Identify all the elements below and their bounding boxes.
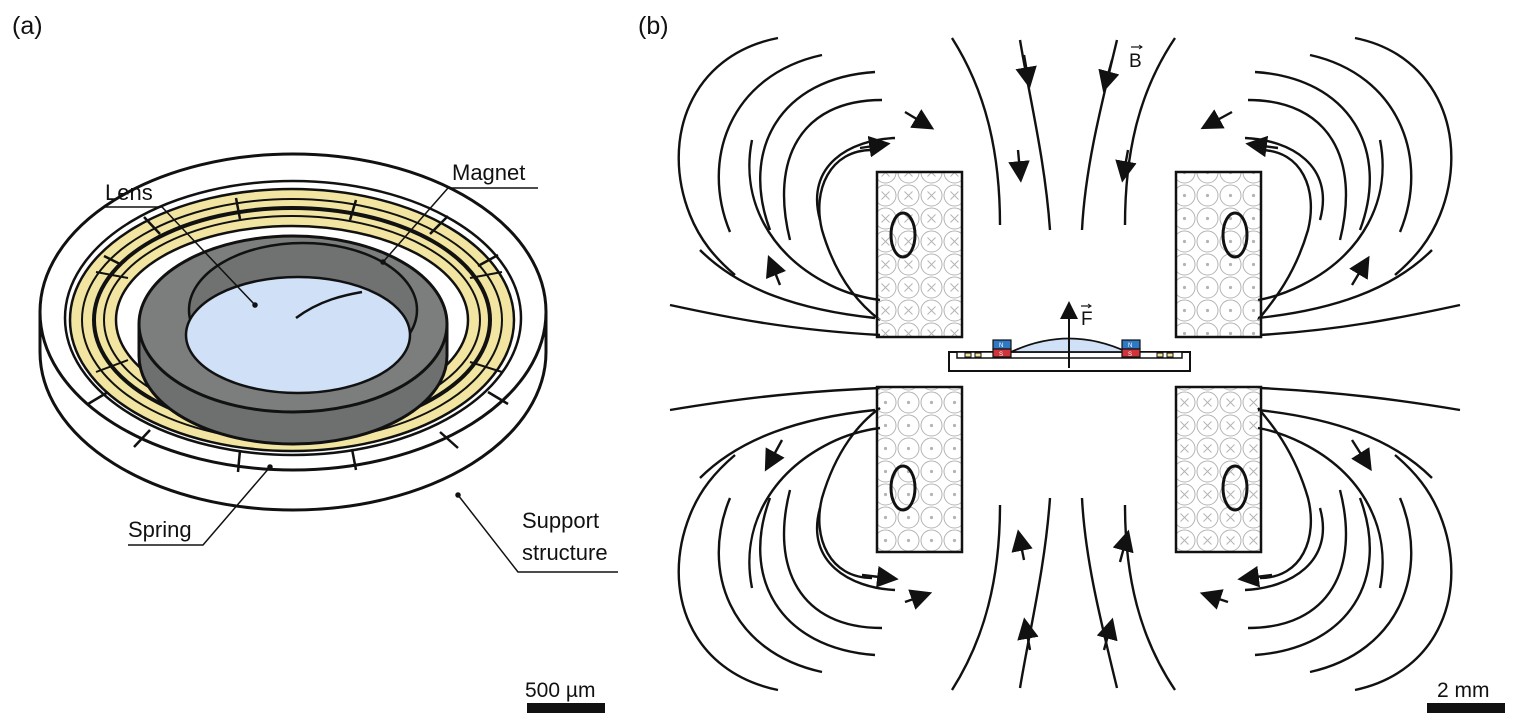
scale-bar-a bbox=[527, 703, 605, 713]
field-arrow bbox=[1200, 109, 1233, 130]
field-line bbox=[815, 507, 896, 592]
coil-bottom-left bbox=[875, 385, 964, 554]
field-line bbox=[1257, 139, 1384, 302]
field-line bbox=[717, 53, 823, 233]
field-line bbox=[1257, 407, 1313, 580]
field-line bbox=[1080, 497, 1119, 689]
magnet-left: N S bbox=[992, 339, 1012, 358]
field-line bbox=[1354, 36, 1453, 276]
field-line bbox=[1309, 497, 1413, 674]
field-arrow bbox=[1011, 529, 1033, 561]
magnet-right: N S bbox=[1121, 339, 1141, 358]
field-line bbox=[1309, 53, 1413, 233]
field-line bbox=[748, 426, 881, 589]
field-line bbox=[677, 36, 779, 276]
field-arrow bbox=[1008, 149, 1030, 183]
field-line bbox=[782, 98, 883, 241]
field-arrow bbox=[1199, 589, 1229, 610]
field-arrow bbox=[1017, 617, 1039, 651]
field-line bbox=[677, 454, 779, 692]
field-line bbox=[1259, 386, 1461, 412]
panel-b: (b) bbox=[638, 12, 1505, 713]
field-line bbox=[1247, 98, 1348, 241]
field-arrow bbox=[1096, 617, 1118, 651]
field-arrow bbox=[1115, 149, 1137, 183]
field-arrow bbox=[1015, 54, 1037, 89]
force-label: F bbox=[1081, 309, 1093, 330]
field-line bbox=[699, 249, 876, 320]
field-arrow bbox=[1098, 59, 1120, 93]
field-line bbox=[1254, 70, 1371, 231]
field-line bbox=[748, 139, 881, 302]
field-arrow bbox=[764, 439, 785, 472]
svg-text:N: N bbox=[999, 343, 1003, 349]
field-line bbox=[782, 489, 883, 630]
svg-text:S: S bbox=[1128, 352, 1132, 358]
label-support-line1: Support bbox=[522, 508, 599, 533]
field-line bbox=[1257, 249, 1433, 320]
panel-b-tag: (b) bbox=[638, 12, 669, 40]
field-line bbox=[1247, 489, 1348, 630]
scale-bar-a-label: 500 µm bbox=[525, 679, 595, 702]
field-line bbox=[1259, 303, 1461, 337]
field-arrow bbox=[1245, 135, 1279, 158]
scale-bar-b bbox=[1427, 703, 1505, 713]
field-arrow bbox=[1112, 529, 1134, 563]
field-line bbox=[1018, 497, 1052, 689]
svg-text:N: N bbox=[1128, 343, 1132, 349]
field-line bbox=[1257, 426, 1384, 589]
panel-a: (a) bbox=[12, 12, 618, 713]
field-line bbox=[1018, 39, 1052, 231]
field-line bbox=[1244, 507, 1325, 592]
field-line bbox=[1080, 39, 1119, 231]
label-spring: Spring bbox=[128, 517, 192, 542]
field-line bbox=[759, 497, 876, 657]
field-line bbox=[699, 408, 876, 479]
field-arrow bbox=[1349, 255, 1370, 286]
field-line bbox=[759, 70, 876, 231]
field-line bbox=[950, 37, 1002, 226]
field-arrow bbox=[904, 109, 935, 130]
svg-text:S: S bbox=[999, 352, 1003, 358]
field-arrow bbox=[1237, 565, 1273, 588]
coil-top-right bbox=[1174, 170, 1263, 339]
field-arrow bbox=[859, 135, 891, 158]
field-arrow bbox=[1350, 439, 1372, 472]
field-arrow bbox=[861, 566, 899, 588]
lens-highlight-line bbox=[295, 290, 363, 320]
field-line bbox=[950, 504, 1002, 691]
field-line bbox=[717, 497, 823, 674]
field-arrows bbox=[764, 54, 1372, 651]
field-line bbox=[1123, 504, 1176, 691]
coil-bottom-right bbox=[1174, 385, 1263, 554]
label-lens: Lens bbox=[105, 180, 153, 205]
field-line bbox=[818, 148, 881, 321]
coil-top-left bbox=[875, 170, 964, 339]
lens bbox=[184, 275, 412, 395]
scale-bar-b-label: 2 mm bbox=[1437, 679, 1490, 702]
panel-a-tag: (a) bbox=[12, 12, 43, 40]
lens-actuator: N S N S F bbox=[948, 301, 1191, 372]
field-line bbox=[669, 386, 881, 412]
field-line bbox=[1354, 454, 1453, 692]
field-line bbox=[1257, 408, 1433, 479]
label-support-line2: structure bbox=[522, 540, 608, 565]
field-label: B bbox=[1129, 51, 1142, 72]
field-line bbox=[1254, 497, 1371, 657]
label-magnet: Magnet bbox=[452, 160, 525, 185]
field-arrow bbox=[765, 254, 787, 286]
field-line bbox=[1257, 148, 1313, 321]
field-arrow bbox=[904, 589, 933, 610]
field-line bbox=[1123, 37, 1176, 226]
leader-lines bbox=[104, 187, 618, 573]
field-line bbox=[669, 303, 881, 337]
field-line bbox=[818, 407, 881, 580]
